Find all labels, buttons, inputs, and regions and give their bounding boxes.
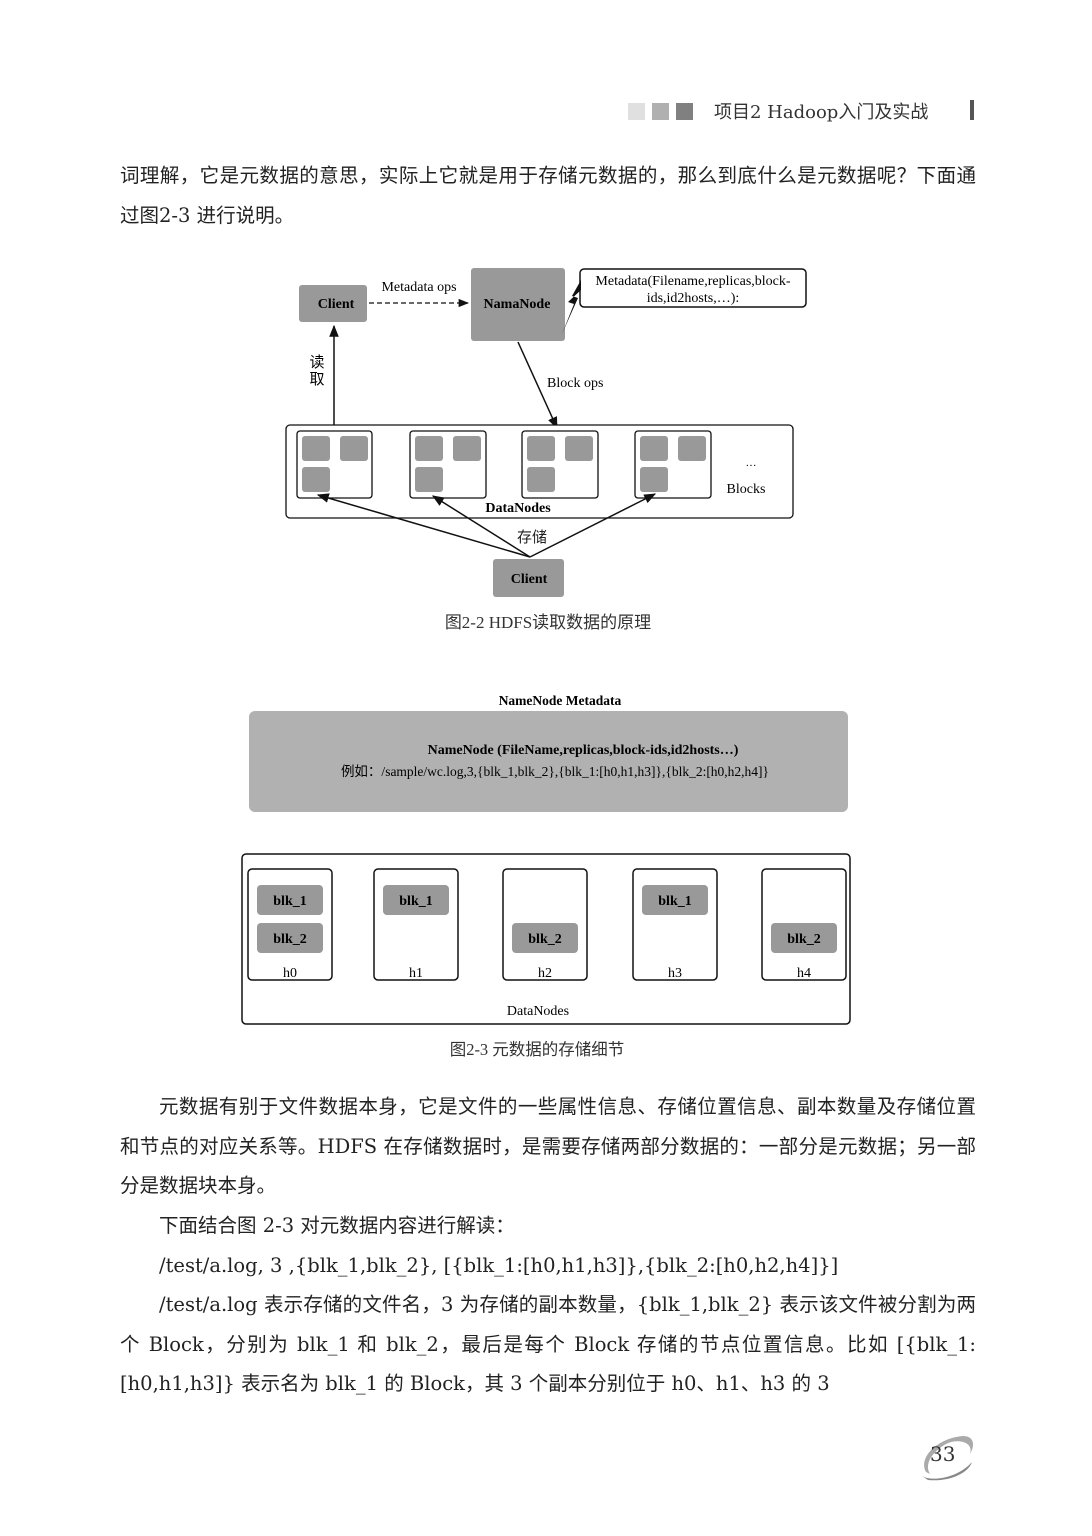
header-title: 项目2 Hadoop入门及实战 (714, 102, 929, 123)
ellipsis-label: … (746, 457, 757, 469)
blocks-label: Blocks (727, 482, 766, 497)
block-ops-label: Block ops (547, 376, 603, 391)
callout-pointer (562, 280, 581, 334)
client-top-box (299, 285, 367, 322)
datanode-h0: blk_1 blk_2 h0 (247, 868, 333, 981)
header-square-mid (652, 102, 669, 120)
block-box (383, 885, 449, 915)
body-paragraph-3: /test/a.log, 3 ,{blk_1,blk_2}, [{blk_1:[… (159, 1254, 839, 1277)
block-box (512, 923, 578, 953)
body-paragraph-4: /test/a.log 表示存储的文件名，3 为存储的副本数量，{blk_1,b… (120, 1293, 976, 1395)
page-number: 33 (918, 1432, 978, 1482)
figure-hdfs-read: Client Metadata ops NamaNode Metadata(Fi… (285, 268, 807, 632)
block-box (257, 885, 323, 915)
running-header: 项目2 Hadoop入门及实战 (628, 98, 928, 124)
host-label: h2 (538, 966, 552, 981)
block-label: blk_2 (528, 932, 561, 947)
metadata-example: 例如：/sample/wc.log,3,{blk_1,blk_2},{blk_1… (341, 764, 769, 779)
store-label: 存储 (517, 529, 547, 546)
figure2-title: NameNode Metadata (499, 693, 622, 708)
client-bottom-box (493, 559, 564, 597)
namenode-box (471, 268, 565, 341)
datanode-2 (409, 430, 487, 499)
figure2-caption: 图2-3 元数据的存储细节 (450, 1040, 625, 1059)
datanode-h3: blk_1 h3 (632, 868, 718, 981)
block-label: blk_2 (787, 932, 820, 947)
client-top-label: Client (318, 297, 355, 312)
figure1-caption: 图2-2 HDFS读取数据的原理 (445, 613, 651, 632)
host-label: h1 (409, 966, 423, 981)
intro-paragraph: 词理解，它是元数据的意思，实际上它就是用于存储元数据的，那么到底什么是元数据呢？… (120, 164, 976, 227)
metadata-ops-label: Metadata ops (381, 280, 456, 295)
read-label-1: 读 (309, 354, 324, 371)
block-label: blk_2 (273, 932, 306, 947)
block-ops-arrow (517, 341, 558, 430)
metadata-line1: Metadata(Filename,replicas,block- (595, 274, 790, 289)
read-label-2: 取 (309, 371, 324, 388)
store-arrow-3 (529, 493, 657, 558)
store-arrow-2 (431, 495, 531, 558)
host-label: h4 (797, 966, 811, 981)
header-bar (970, 100, 974, 120)
block-label: blk_1 (399, 894, 432, 909)
header-square-light (628, 102, 645, 120)
datanode-h1: blk_1 h1 (373, 868, 459, 981)
datanode-h2: blk_2 h2 (502, 868, 588, 981)
host-label: h3 (668, 966, 682, 981)
block-box (771, 923, 837, 953)
figure2-datanodes-label: DataNodes (507, 1004, 569, 1019)
datanode-h4: blk_2 h4 (761, 868, 847, 981)
block-box (642, 885, 708, 915)
figure-metadata-storage: NameNode Metadata NameNode (FileName,rep… (241, 693, 851, 1059)
client-bottom-label: Client (511, 572, 548, 587)
block-label: blk_1 (273, 894, 306, 909)
namenode-metadata-box (249, 711, 848, 812)
datanode-1 (296, 430, 373, 499)
page-swoosh-icon (922, 1436, 974, 1481)
metadata-line2: ids,id2hosts,…): (647, 291, 740, 306)
datanode-4 (634, 430, 712, 499)
datanode-3 (521, 430, 599, 499)
store-arrow-1 (316, 493, 531, 558)
metadata-schema: NameNode (FileName,replicas,block-ids,id… (428, 743, 739, 758)
namenode-label: NamaNode (484, 297, 551, 312)
block-label: blk_1 (658, 894, 691, 909)
page-number-text: 33 (930, 1442, 956, 1466)
host-label: h0 (283, 966, 297, 981)
datanodes-label: DataNodes (485, 501, 551, 516)
body-paragraph-1: 元数据有别于文件数据本身，它是文件的一些属性信息、存储位置信息、副本数量及存储位… (120, 1095, 976, 1197)
block-box (257, 923, 323, 953)
body-paragraph-2: 下面结合图 2-3 对元数据内容进行解读： (159, 1214, 515, 1237)
header-square-dark (676, 102, 693, 120)
